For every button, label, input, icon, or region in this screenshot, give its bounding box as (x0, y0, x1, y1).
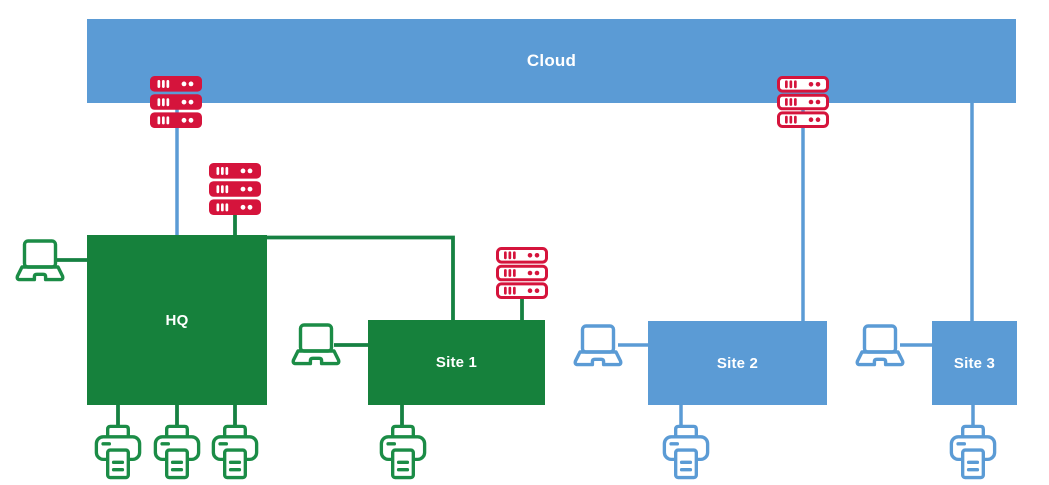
printer-icon (949, 424, 997, 481)
printer-icon (662, 424, 710, 481)
server-rack-icon (150, 76, 202, 128)
cloud-label: Cloud (526, 51, 577, 70)
site-label-hq: HQ (165, 311, 189, 329)
link-hq-site1 (266, 235, 455, 322)
laptop-icon (15, 239, 65, 283)
server-rack-icon (209, 163, 261, 215)
site-box-site1: Site 1 (368, 320, 545, 405)
site-box-hq: HQ (87, 235, 267, 405)
laptop-icon (855, 324, 905, 368)
laptop-icon (573, 324, 623, 368)
site-label-site3: Site 3 (953, 354, 996, 372)
site-label-site2: Site 2 (716, 354, 759, 372)
printer-icon (153, 424, 201, 481)
server-rack-icon (777, 76, 829, 128)
printer-icon (94, 424, 142, 481)
site-box-site3: Site 3 (932, 321, 1017, 405)
printer-icon (379, 424, 427, 481)
printer-icon (211, 424, 259, 481)
server-rack-icon (496, 247, 548, 299)
laptop-icon (291, 323, 341, 367)
site-box-site2: Site 2 (648, 321, 827, 405)
cloud-zone: Cloud (87, 19, 1016, 103)
site-label-site1: Site 1 (435, 354, 478, 371)
